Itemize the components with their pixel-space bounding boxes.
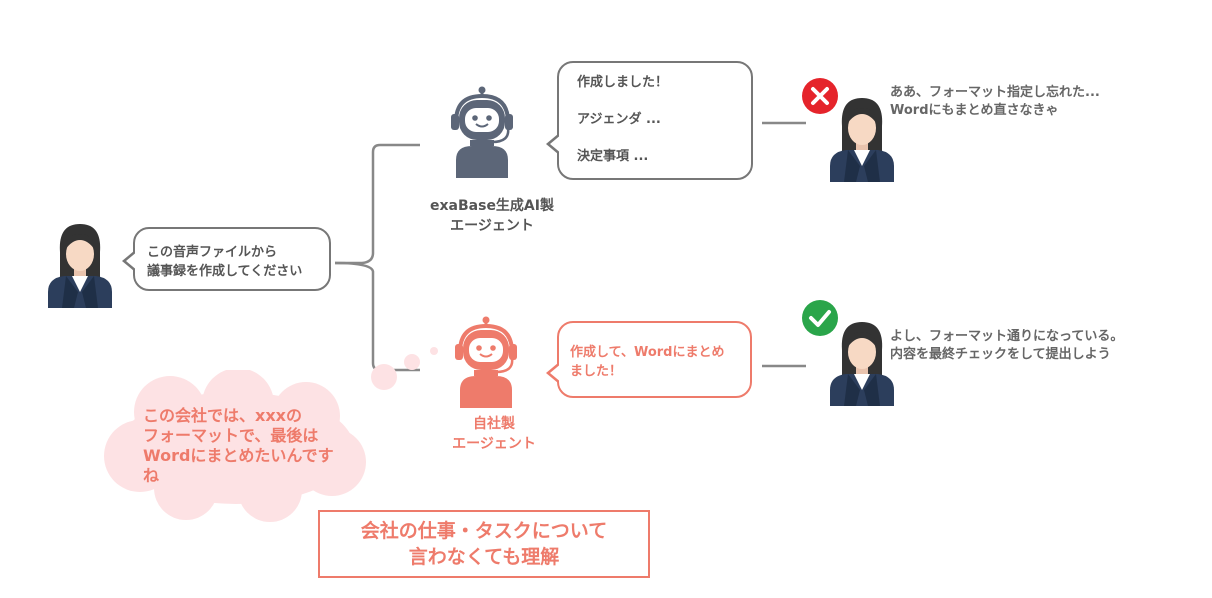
inhouse-agent-label: 自社製 エージェント <box>452 416 536 452</box>
thought-cloud-text: この会社では、xxxの フォーマットで、最後は Wordにまとめたいんです ね <box>143 406 334 485</box>
response-line: 決定事項 ... <box>577 149 649 164</box>
request-line: 議事録を作成してください <box>147 264 303 279</box>
exabase-response-bubble: 作成しました！ アジェンダ ... 決定事項 ... <box>546 61 753 180</box>
exabase-robot-icon <box>451 86 513 178</box>
exabase-agent-label: exaBase生成AI製 エージェント <box>430 198 554 234</box>
thought-dots <box>371 347 438 390</box>
response-line: アジェンダ ... <box>577 112 661 127</box>
inhouse-robot-icon <box>455 316 517 408</box>
exabase-user-reaction: ああ、フォーマット指定し忘れた... Wordにもまとめ直さなきゃ <box>890 85 1100 118</box>
thought-cloud <box>104 370 366 522</box>
response-line: 作成しました！ <box>577 75 669 90</box>
user-person-icon <box>830 322 894 406</box>
summary-box: 会社の仕事・タスクについて 言わなくても理解 <box>318 510 650 578</box>
request-line: この音声ファイルから <box>147 245 278 260</box>
user-request-bubble: この音声ファイルから 議事録を作成してください <box>122 227 331 291</box>
response-line: ました！ <box>570 364 623 379</box>
check-mark-icon <box>802 300 838 336</box>
inhouse-user-reaction: よし、フォーマット通りになっている。 内容を最終チェックをして提出しよう <box>890 329 1124 362</box>
response-line: 作成して、Wordにまとめ <box>570 345 725 360</box>
user-person-icon <box>48 224 112 308</box>
user-person-icon <box>830 98 894 182</box>
inhouse-response-bubble: 作成して、Wordにまとめ ました！ <box>546 321 752 398</box>
x-mark-icon <box>802 78 838 114</box>
